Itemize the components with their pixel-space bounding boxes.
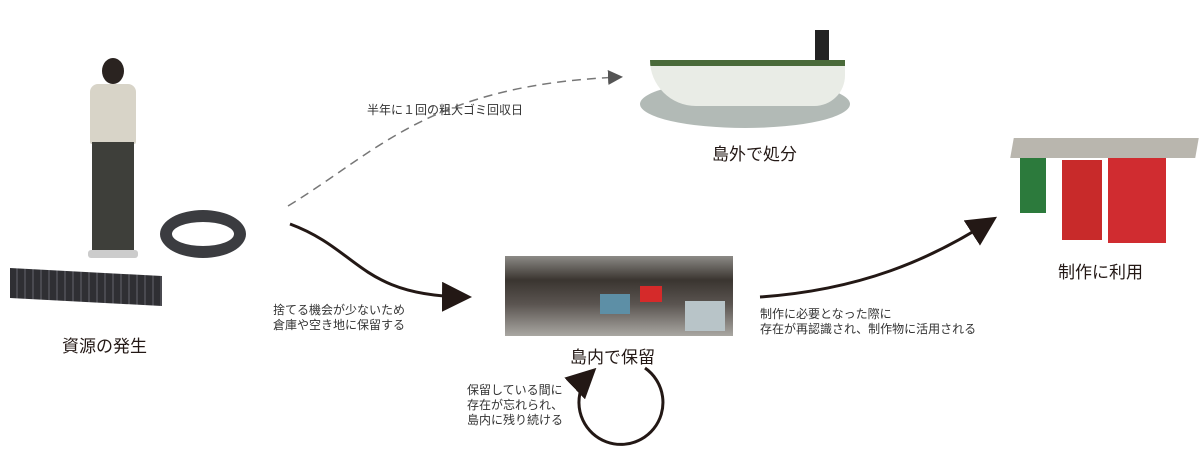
arrow-to-use: [759, 216, 998, 299]
arrow-to-dispose: [287, 70, 623, 207]
hose-coil-image: [160, 210, 246, 258]
crate-table-image: [1010, 130, 1199, 245]
edge-dispose-note: 半年に１回の粗大ゴミ回収日: [367, 103, 524, 117]
node-use-label: 制作に利用: [1058, 263, 1143, 283]
person-image: [78, 58, 148, 263]
node-dispose-label: 島外で処分: [712, 145, 797, 165]
node-source-label: 資源の発生: [62, 337, 147, 357]
node-storage-label: 島内で保留: [570, 348, 655, 368]
boat-image: [640, 30, 850, 130]
loop-arrow: [564, 366, 665, 446]
edge-storage-note: 捨てる機会が少ないため 倉庫や空き地に保留する: [273, 303, 406, 332]
arrow-to-storage: [289, 222, 472, 312]
storage-photo: [505, 256, 733, 336]
loop-note: 保留している間に 存在が忘れられ、 島内に残り続ける: [467, 383, 564, 427]
edge-use-note: 制作に必要となった際に 存在が再認識され、制作物に活用される: [760, 307, 977, 336]
